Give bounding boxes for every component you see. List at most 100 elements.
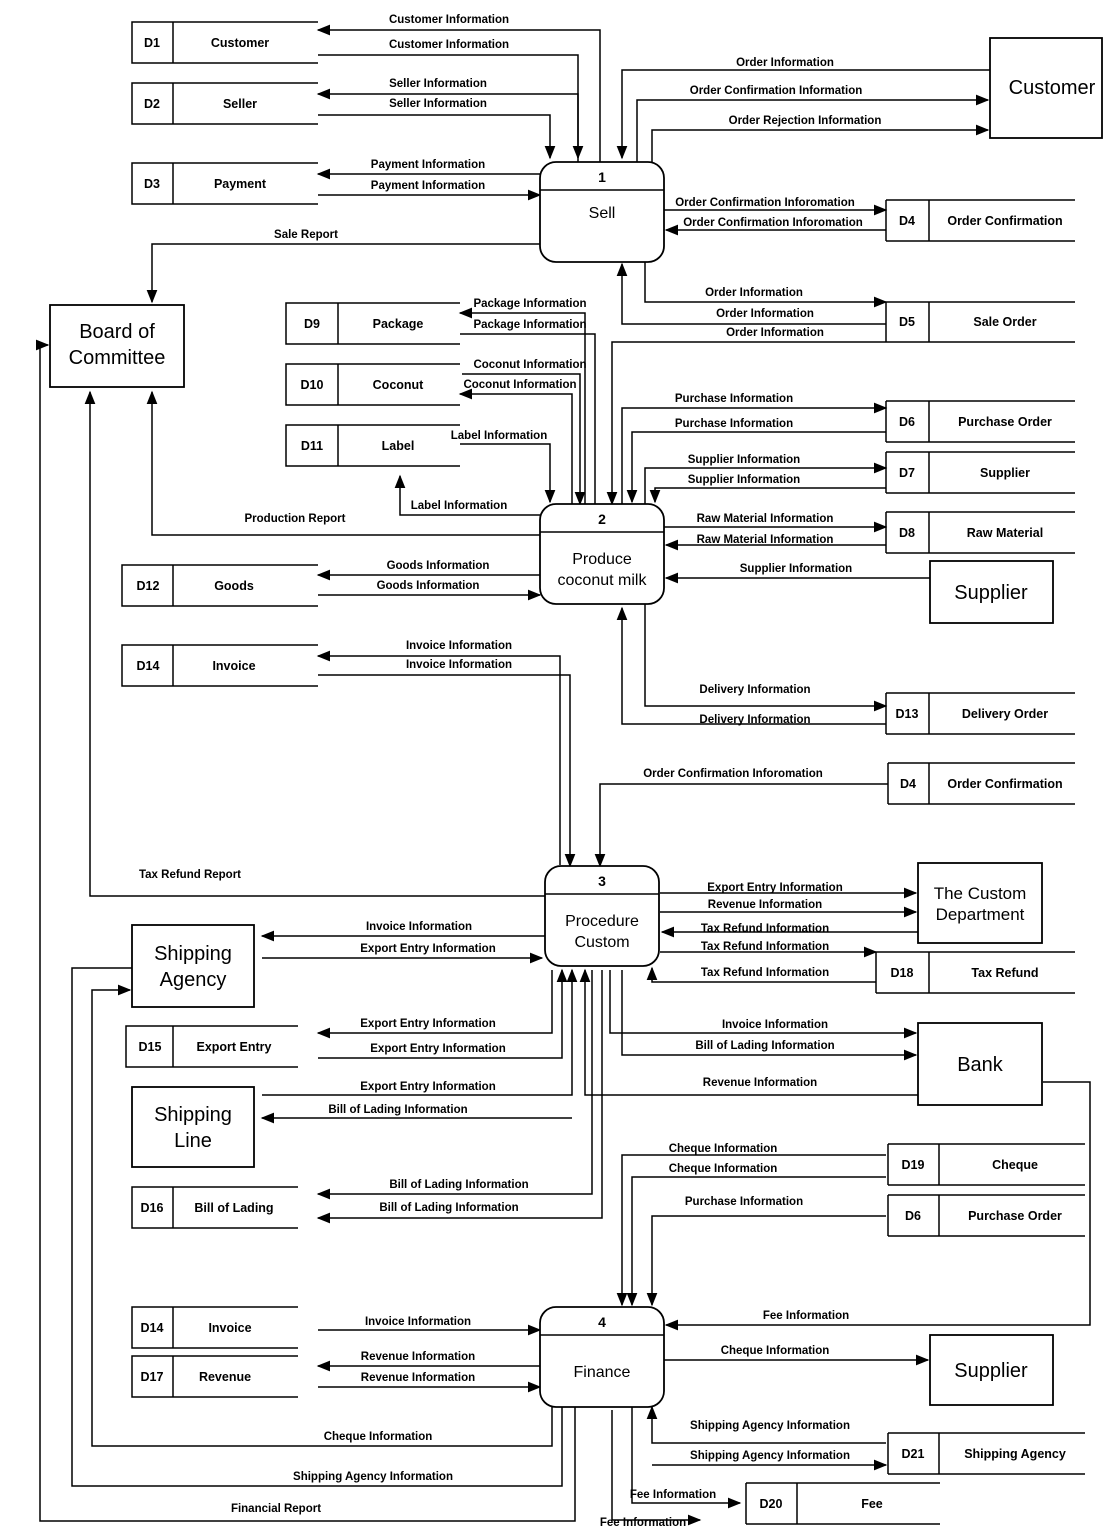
flow-label: Fee Information (600, 1517, 686, 1527)
flow-label: Customer Information (389, 39, 509, 51)
process-number: 3 (598, 873, 606, 889)
flow-label: Fee Information (630, 1489, 716, 1501)
external-label-line2: Department (936, 905, 1025, 924)
data-store-id: D9 (304, 317, 320, 331)
flow-label: Coconut Information (463, 379, 576, 391)
data-store-id: D12 (137, 579, 160, 593)
data-store-name: Customer (211, 36, 269, 50)
flow-label: Payment Information (371, 180, 485, 192)
flow-label: Tax Refund Report (139, 869, 241, 881)
process-name: Finance (574, 1364, 631, 1381)
flow-label: Tax Refund Information (701, 967, 829, 979)
data-store-name: Seller (223, 97, 257, 111)
flow-label: Invoice Information (406, 659, 512, 671)
flow-label: Bill of Lading Information (389, 1179, 528, 1191)
process-name: Sell (589, 205, 616, 222)
flow-label: Tax Refund Information (701, 941, 829, 953)
data-store-name: Fee (861, 1497, 883, 1511)
data-store-name: Payment (214, 177, 267, 191)
external-label: Supplier (954, 582, 1028, 604)
data-store-name: Shipping Agency (964, 1447, 1066, 1461)
process-number: 4 (598, 1314, 606, 1330)
data-store-name: Cheque (992, 1158, 1038, 1172)
data-store-id: D8 (899, 526, 915, 540)
data-store-labels: D1 Customer D2 Seller D3 Payment D4 Orde… (137, 36, 1066, 1511)
data-store-id: D14 (137, 659, 160, 673)
flow-label: Order Confirmation Inforomation (643, 768, 823, 780)
flow-label: Shipping Agency Information (690, 1420, 850, 1432)
data-store-id: D4 (899, 214, 915, 228)
data-store-name: Invoice (212, 659, 255, 673)
data-store-id: D20 (760, 1497, 783, 1511)
flow-label: Order Confirmation Information (690, 85, 863, 97)
data-store-id: D7 (899, 466, 915, 480)
flow-label: Financial Report (231, 1503, 321, 1515)
data-store-id: D1 (144, 36, 160, 50)
flow-label: Supplier Information (740, 563, 852, 575)
external-supplier-finance: Supplier (929, 1334, 1054, 1406)
external-label: Customer (1009, 77, 1096, 99)
data-store-id: D6 (899, 415, 915, 429)
flow-label: Shipping Agency Information (293, 1471, 453, 1483)
flow-label: Label Information (451, 430, 547, 442)
data-store-id: D4 (900, 777, 916, 791)
flow-labels: Customer Information Customer Informatio… (139, 14, 881, 1527)
flow-label: Supplier Information (688, 454, 800, 466)
flow-label: Package Information (473, 298, 586, 310)
data-store-name: Purchase Order (958, 415, 1052, 429)
data-store-id: D15 (139, 1040, 162, 1054)
process-name-line2: Custom (574, 934, 629, 951)
flow-label: Customer Information (389, 14, 509, 26)
data-store-id: D19 (902, 1158, 925, 1172)
flow-label: Order Rejection Information (729, 115, 882, 127)
flow-label: Cheque Information (669, 1163, 778, 1175)
data-store-id: D5 (899, 315, 915, 329)
flow-label: Order Confirmation Inforomation (683, 217, 863, 229)
flow-label: Seller Information (389, 78, 487, 90)
flow-label: Seller Information (389, 98, 487, 110)
data-store-name: Package (373, 317, 424, 331)
data-store-name: Order Confirmation (947, 214, 1062, 228)
flow-label: Export Entry Information (360, 943, 495, 955)
external-shipping-agency: Shipping Agency (131, 924, 255, 1008)
flow-label: Sale Report (274, 229, 338, 241)
data-store-name: Delivery Order (962, 707, 1048, 721)
external-label-line1: Shipping (154, 1104, 232, 1126)
data-store-id: D17 (141, 1370, 164, 1384)
data-store-id: D13 (896, 707, 919, 721)
data-store-name: Goods (214, 579, 254, 593)
external-label-line1: Board of (79, 321, 155, 343)
flow-label: Raw Material Information (697, 534, 834, 546)
external-label: Supplier (954, 1360, 1028, 1382)
data-store-id: D18 (891, 966, 914, 980)
data-store-id: D3 (144, 177, 160, 191)
external-shipping-line: Shipping Line (131, 1086, 255, 1168)
data-store-name: Coconut (373, 378, 425, 392)
flow-label: Revenue Information (361, 1372, 475, 1384)
flow-label: Shipping Agency Information (690, 1450, 850, 1462)
flow-label: Revenue Information (708, 899, 822, 911)
flow-label: Revenue Information (703, 1077, 817, 1089)
external-supplier: Supplier (929, 560, 1054, 624)
flow-label: Invoice Information (406, 640, 512, 652)
flow-label: Supplier Information (688, 474, 800, 486)
data-store-name: Supplier (980, 466, 1030, 480)
process-2: 2 Produce coconut milk (539, 503, 665, 605)
data-store-name: Tax Refund (971, 966, 1038, 980)
data-store-id: D10 (301, 378, 324, 392)
flow-label: Export Entry Information (360, 1018, 495, 1030)
flow-label: Purchase Information (675, 393, 793, 405)
flow-lines (35, 24, 1091, 1526)
process-3: 3 Procedure Custom (544, 865, 660, 967)
process-number: 2 (598, 511, 606, 527)
flow-label: Goods Information (387, 560, 490, 572)
data-store-id: D16 (141, 1201, 164, 1215)
data-store-id: D14 (141, 1321, 164, 1335)
process-number: 1 (598, 169, 606, 185)
data-store-name: Bill of Lading (194, 1201, 273, 1215)
flow-label: Export Entry Information (360, 1081, 495, 1093)
flow-label: Package Information (473, 319, 586, 331)
external-label-line1: The Custom (934, 884, 1027, 903)
external-label-line1: Shipping (154, 943, 232, 965)
